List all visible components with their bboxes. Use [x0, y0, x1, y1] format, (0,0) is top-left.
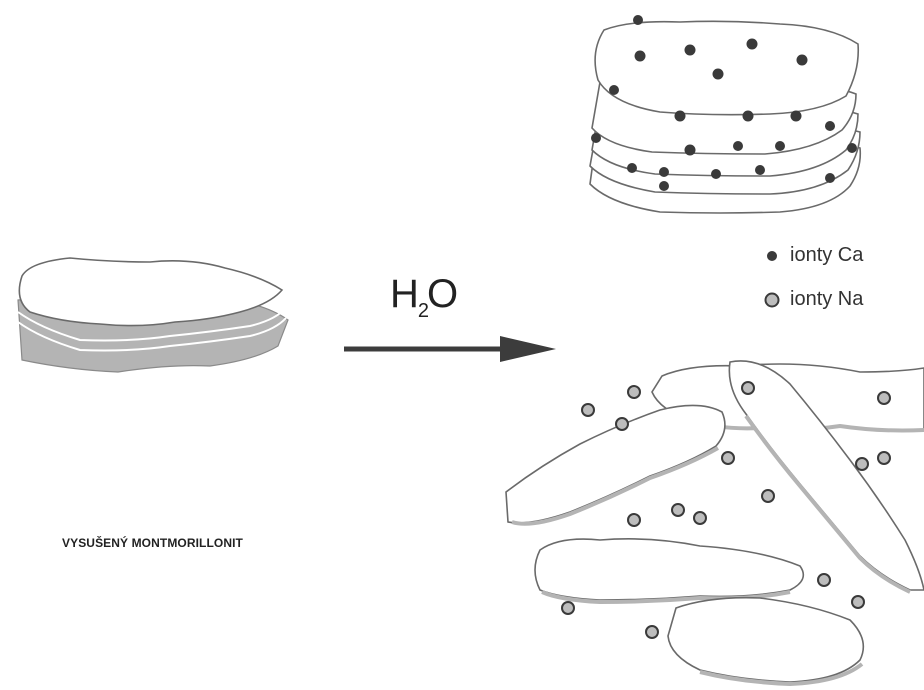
ca-ion — [791, 111, 802, 122]
ca-ion — [675, 111, 686, 122]
ca-ion — [635, 51, 646, 62]
ca-ion — [711, 169, 721, 179]
na-platelet-5 — [668, 598, 863, 682]
na-platelet-4 — [535, 539, 803, 600]
ca-ion — [747, 39, 758, 50]
na-ion — [628, 514, 640, 526]
na-ion — [852, 596, 864, 608]
ca-ion — [633, 15, 643, 25]
ca-ion — [775, 141, 785, 151]
ca-ion — [627, 163, 637, 173]
na-ion — [562, 602, 574, 614]
ca-ion — [659, 167, 669, 177]
legend-na-marker — [766, 294, 779, 307]
ca-ion — [847, 143, 857, 153]
na-ion — [646, 626, 658, 638]
na-ion — [856, 458, 868, 470]
na-ion — [616, 418, 628, 430]
legend-ca-label: ionty Ca — [790, 244, 863, 267]
ca-ion — [825, 121, 835, 131]
dry-montmorillonite-label: VYSUŠENÝ MONTMORILLONIT — [62, 536, 243, 550]
reaction-arrow — [344, 336, 556, 362]
ca-ion — [733, 141, 743, 151]
dry-montmorillonite-stack — [18, 258, 288, 372]
na-ion — [694, 512, 706, 524]
na-ion — [878, 392, 890, 404]
na-ion — [742, 382, 754, 394]
na-ion — [722, 452, 734, 464]
na-ion — [628, 386, 640, 398]
ca-ion — [797, 55, 808, 66]
ca-ion — [659, 181, 669, 191]
ca-ion — [591, 133, 601, 143]
arrow-head — [500, 336, 556, 362]
ca-ion — [743, 111, 754, 122]
na-ion — [818, 574, 830, 586]
ca-ion — [825, 173, 835, 183]
legend-na-label: ionty Na — [790, 288, 863, 311]
na-ion — [582, 404, 594, 416]
legend-ca-marker — [767, 251, 777, 261]
ca-ion — [755, 165, 765, 175]
ca-ion — [609, 85, 619, 95]
na-ion — [878, 452, 890, 464]
na-ion — [762, 490, 774, 502]
na-ion — [672, 504, 684, 516]
ca-ion — [685, 145, 696, 156]
ca-ion — [713, 69, 724, 80]
ca-ion — [685, 45, 696, 56]
water-label: H2O — [390, 272, 458, 317]
ca-stack — [590, 15, 860, 213]
na-dispersed-layers — [506, 361, 924, 684]
ca-layer-top — [595, 21, 858, 114]
